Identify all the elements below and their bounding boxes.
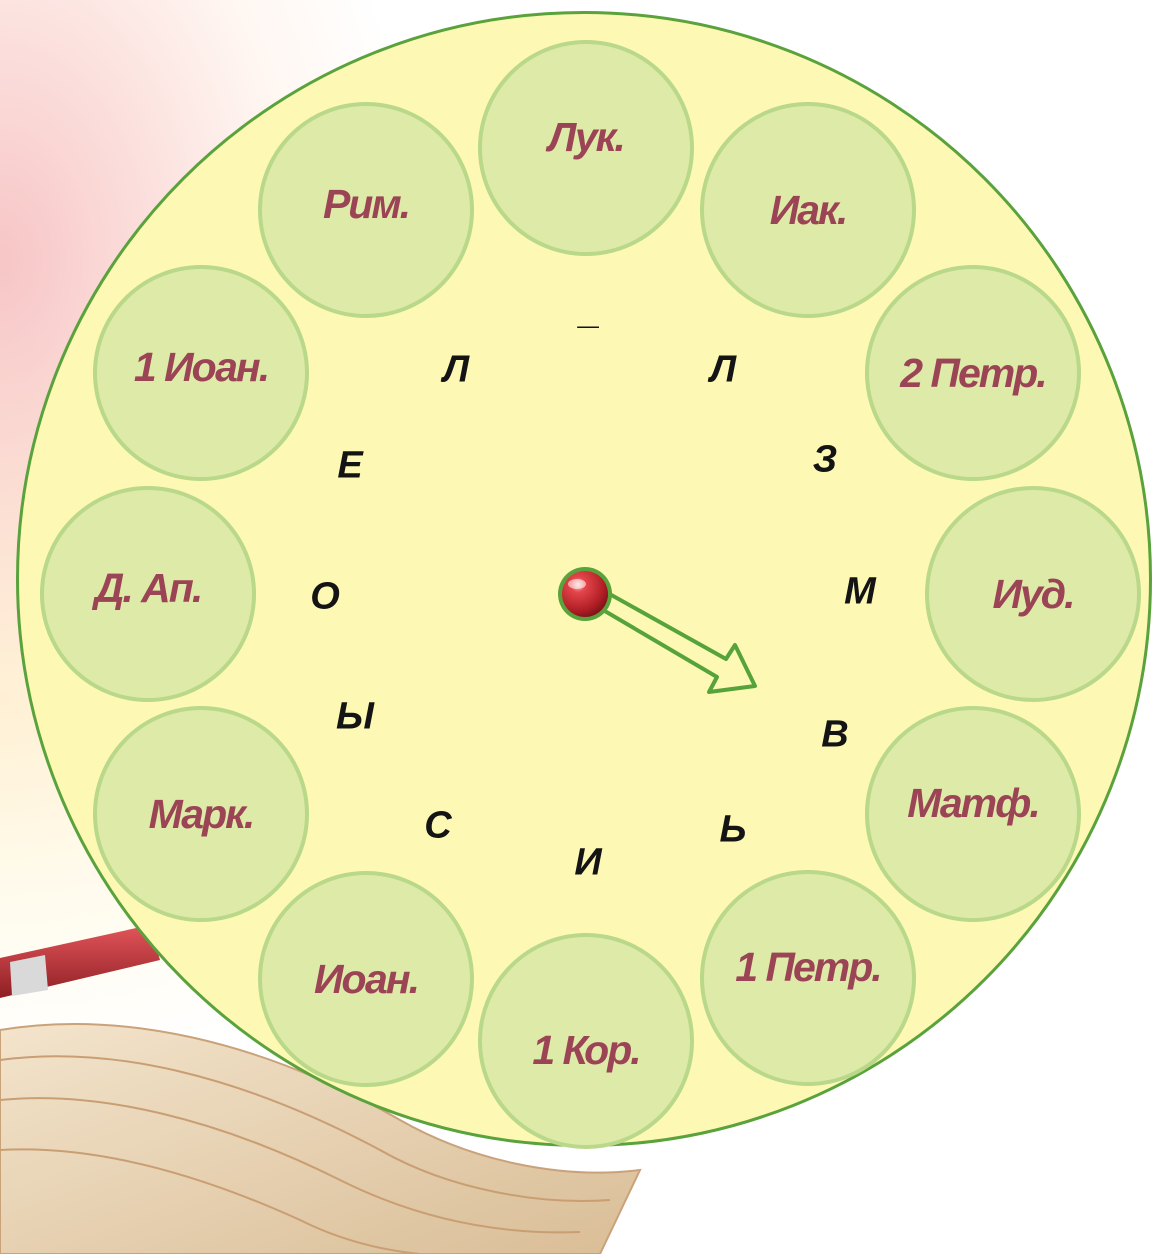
letter-1: _ (579, 291, 600, 334)
letter-5: В (821, 714, 848, 757)
sector-1-peter[interactable]: 1 Петр. (700, 870, 916, 1086)
sector-label: 1 Петр. (735, 944, 880, 991)
sector-label: 2 Петр. (900, 350, 1045, 397)
sector-label: Иуд. (992, 571, 1073, 618)
spin-knob-button[interactable] (557, 566, 613, 622)
letter-9: Ы (336, 696, 374, 739)
letter-11: Е (337, 445, 362, 488)
pen-icon (0, 925, 160, 998)
sector-label: Рим. (323, 181, 409, 228)
sector-label: Матф. (907, 780, 1039, 827)
letter-2: Л (710, 349, 736, 392)
letter-6: Ь (720, 809, 747, 852)
letter-4: М (844, 571, 876, 614)
letter-7: И (574, 842, 601, 885)
sector-romans[interactable]: Рим. (258, 102, 474, 318)
letter-3: З (813, 439, 837, 482)
sector-luke[interactable]: Лук. (478, 40, 694, 256)
sector-acts[interactable]: Д. Ап. (40, 486, 256, 702)
sector-label: Д. Ап. (95, 565, 201, 612)
letter-10: О (310, 576, 340, 619)
sector-2-peter[interactable]: 2 Петр. (865, 265, 1081, 481)
sector-john[interactable]: Иоан. (258, 871, 474, 1087)
sector-label: Иоан. (314, 956, 418, 1003)
sector-label: Марк. (149, 791, 254, 838)
sector-matthew[interactable]: Матф. (865, 706, 1081, 922)
sector-1-john[interactable]: 1 Иоан. (93, 265, 309, 481)
letter-12: Л (443, 349, 469, 392)
sector-label: Лук. (548, 114, 624, 161)
letter-8: С (424, 805, 451, 848)
sector-label: Иак. (770, 187, 846, 234)
sector-label: 1 Иоан. (134, 344, 268, 391)
sector-label: 1 Кор. (532, 1027, 639, 1074)
sector-mark[interactable]: Марк. (93, 706, 309, 922)
sector-jude[interactable]: Иуд. (925, 486, 1141, 702)
sector-1-corinthians[interactable]: 1 Кор. (478, 933, 694, 1149)
sector-james[interactable]: Иак. (700, 102, 916, 318)
